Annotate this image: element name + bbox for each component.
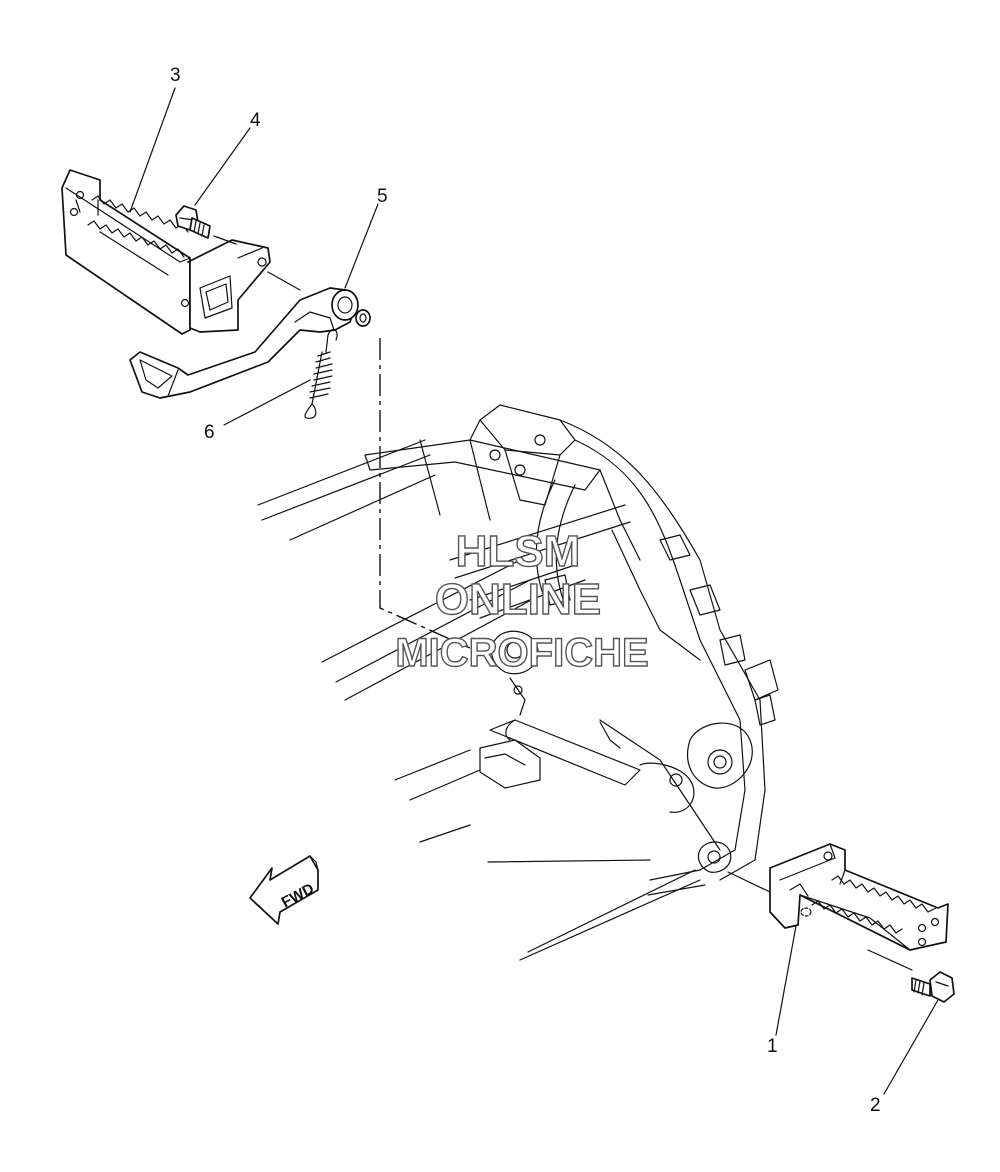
watermark-line-3: MICROFICHE	[395, 631, 648, 675]
brake-pedal-part-5	[129, 287, 371, 399]
callout-6: 6	[204, 422, 215, 443]
callout-2: 2	[870, 1095, 881, 1116]
watermark-line-2: ONLINE	[435, 575, 601, 624]
callout-3: 3	[170, 65, 181, 86]
callout-5: 5	[377, 186, 388, 207]
bolt-part-4	[175, 205, 211, 239]
spring-part-6	[304, 328, 338, 419]
right-footrest-part-1	[769, 843, 949, 951]
frame-assembly	[257, 404, 779, 961]
callout-1: 1	[767, 1036, 778, 1057]
callout-4: 4	[250, 110, 261, 131]
assembly-lines	[213, 235, 913, 971]
watermark-line-1: HLSM	[456, 527, 581, 576]
bolt-part-2	[911, 971, 955, 1003]
callout-leaders	[129, 87, 939, 1095]
left-footrest-part-3	[61, 169, 271, 335]
forward-direction-arrow: FWD	[249, 855, 319, 925]
watermark: HLSM ONLINE MICROFICHE	[395, 526, 650, 675]
